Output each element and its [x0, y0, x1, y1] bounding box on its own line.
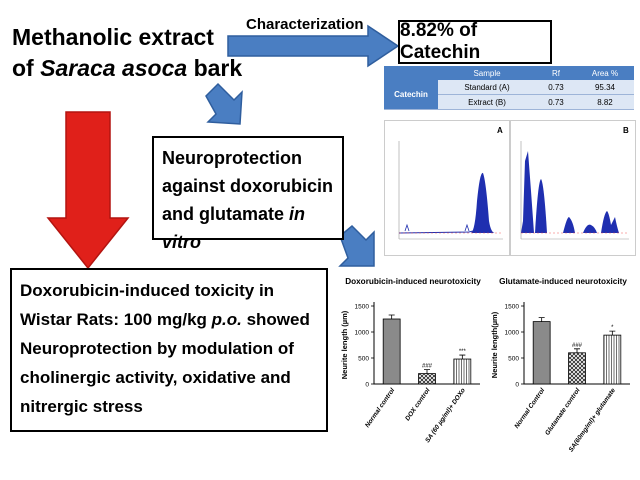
table-cell: 95.34: [575, 80, 634, 95]
category-label: Normal Control: [513, 387, 546, 430]
extract-title-line1: Methanolic extract: [12, 24, 214, 50]
bar: [603, 334, 622, 385]
significance-label: ###: [572, 343, 583, 349]
table-cell: Standard (A): [438, 80, 536, 95]
catechin-result-box: 8.82% of Catechin: [398, 20, 552, 64]
neuro-line1: Neuroprotection: [162, 148, 303, 168]
y-tick-label: 1000: [355, 330, 370, 337]
category-label: Normal control: [364, 387, 396, 429]
table-header-cell: Rf: [536, 66, 576, 80]
y-tick-label: 0: [365, 382, 369, 389]
y-axis-label: Neurite length(µm): [490, 311, 499, 378]
chromatogram-b-label: B: [623, 126, 629, 135]
y-tick-label: 500: [358, 356, 369, 363]
chromatogram-b: B: [510, 120, 636, 256]
toxicity-box: Doxorubicin-induced toxicity in Wistar R…: [10, 268, 328, 432]
chromatogram-b-peak2: [535, 179, 547, 233]
category-label: Glutamate control: [544, 387, 582, 437]
chromatogram-b-peak5: [601, 211, 619, 233]
characterization-label: Characterization: [246, 16, 364, 33]
error-bar: [459, 354, 466, 360]
chromatogram-a-label: A: [497, 126, 503, 135]
bar: [532, 321, 551, 385]
chromatogram-a-baseline: [398, 230, 474, 234]
neuroprotection-box: Neuroprotection against doxorubicin and …: [152, 136, 344, 252]
tox-line1: Doxorubicin-induced toxicity in: [20, 281, 275, 300]
category-label: SA (60 µg/ml)+ DOXo: [424, 387, 467, 444]
y-tick-label: 500: [508, 356, 519, 363]
table-header-cell: Area %: [575, 66, 634, 80]
error-bar: [388, 314, 395, 319]
table-header-cell: [384, 66, 438, 80]
table-cell: 0.73: [536, 80, 576, 95]
neuro-to-chart-arrow: [338, 224, 375, 267]
tox-line4: cholinergic activity, oxidative and: [20, 368, 291, 387]
table-row: Catechin Standard (A) 0.73 95.34: [384, 80, 634, 110]
table-cell: Extract (B): [438, 94, 536, 110]
chart-title: Glutamate-induced neurotoxicity: [499, 277, 627, 286]
error-bar: [609, 330, 616, 336]
neuro-line3: and glutamate in vitro: [162, 204, 306, 252]
y-tick-label: 1500: [505, 304, 520, 311]
table-cell: 0.73: [536, 94, 576, 110]
characterization-arrow: [227, 24, 400, 68]
tox-line5: nitrergic stress: [20, 397, 143, 416]
significance-label: *: [611, 325, 614, 331]
table-row: Extract (B) 0.73 8.82: [384, 94, 634, 110]
y-tick-label: 1500: [355, 304, 370, 311]
significance-label: ###: [422, 364, 433, 370]
catechin-table: Sample Rf Area % Catechin Standard (A) 0…: [384, 66, 634, 110]
table-row-label: Catechin: [384, 80, 438, 110]
y-tick-label: 1000: [505, 330, 520, 337]
tox-line3: Neuroprotection by modulation of: [20, 339, 294, 358]
neuro-line2: against doxorubicin: [162, 176, 334, 196]
significance-label: ***: [459, 349, 467, 355]
dox-neurotoxicity-chart: Doxorubicin-induced neurotoxicityNeurite…: [340, 277, 481, 444]
chart-title: Doxorubicin-induced neurotoxicity: [345, 277, 481, 286]
y-tick-label: 0: [515, 382, 519, 389]
chromatogram-b-peak4: [583, 224, 597, 233]
y-axis-label: Neurite length (µm): [340, 310, 349, 379]
chromatogram-b-peak3: [563, 217, 575, 233]
error-bar: [538, 317, 545, 322]
bar: [453, 358, 472, 385]
error-bar: [424, 369, 430, 374]
title-to-neuro-arrow: [205, 82, 243, 125]
bar: [568, 352, 586, 385]
extract-title-line2: of Saraca asoca bark: [12, 55, 243, 81]
tox-line2: Wistar Rats: 100 mg/kg p.o. showed: [20, 310, 310, 329]
chromatogram-a: A: [384, 120, 510, 256]
table-cell: 8.82: [575, 94, 634, 110]
table-header-cell: Sample: [438, 66, 536, 80]
table-header-row: Sample Rf Area %: [384, 66, 634, 80]
bar: [418, 373, 436, 385]
chromatogram-b-peak1: [521, 151, 534, 233]
bar: [382, 318, 401, 385]
red-down-arrow: [46, 111, 130, 270]
extract-title: Methanolic extract of Saraca asoca bark: [12, 22, 242, 84]
error-bar: [574, 348, 580, 353]
chromatogram-a-peak: [471, 172, 495, 233]
category-label: DOX control: [404, 387, 432, 422]
